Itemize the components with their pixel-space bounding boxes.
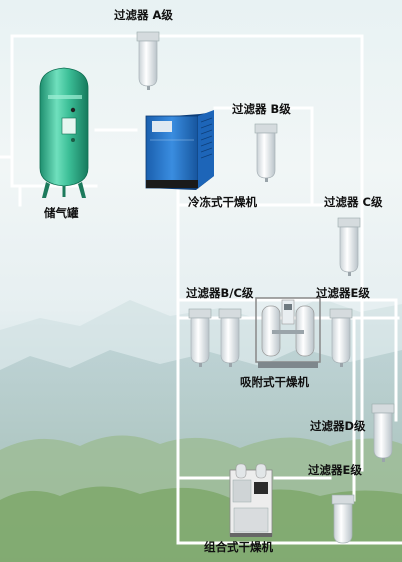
refrigerated-dryer-label: 冷冻式干燥机 <box>188 195 257 209</box>
filter-bc-1 <box>188 308 212 367</box>
filter-c <box>337 217 361 276</box>
refrigerated-dryer <box>145 110 214 190</box>
filter-e-2 <box>331 494 355 544</box>
filter-c-label: 过滤器 C级 <box>324 195 383 209</box>
filter-a <box>136 31 160 90</box>
filter-d <box>371 403 395 462</box>
filter-e-label-2: 过滤器E级 <box>308 463 362 477</box>
filter-bc-2 <box>218 308 242 367</box>
air-tank <box>39 67 89 198</box>
filter-e-1 <box>329 308 353 367</box>
filter-bc-label: 过滤器B/C级 <box>186 286 254 300</box>
air-tank-label: 储气罐 <box>44 206 79 220</box>
combined-dryer <box>229 463 273 537</box>
filter-b <box>254 123 278 182</box>
filter-a-label: 过滤器 A级 <box>114 8 173 22</box>
adsorption-dryer-label: 吸附式干燥机 <box>240 375 309 389</box>
filter-e-label-1: 过滤器E级 <box>316 286 370 300</box>
adsorption-dryer <box>255 297 321 368</box>
combined-dryer-label: 组合式干燥机 <box>204 540 273 554</box>
filter-b-label: 过滤器 B级 <box>232 102 291 116</box>
filter-d-label: 过滤器D级 <box>310 419 366 433</box>
